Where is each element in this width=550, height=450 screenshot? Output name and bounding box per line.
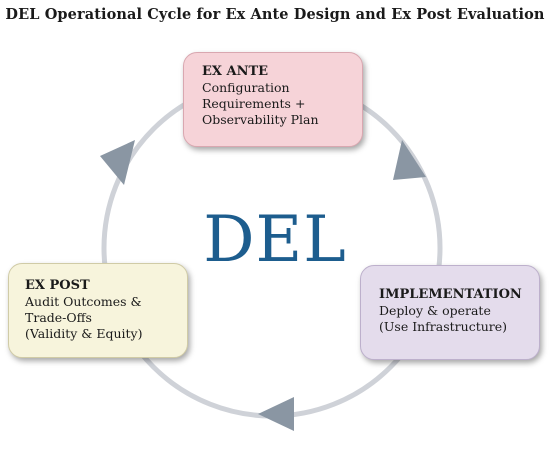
arrow-implementation-to-post-icon <box>258 397 294 431</box>
ex-ante-box: EX ANTE Configuration Requirements + Obs… <box>183 52 363 147</box>
ex-ante-line: Observability Plan <box>202 112 319 127</box>
ex-post-line: (Validity & Equity) <box>25 326 143 341</box>
implementation-box: IMPLEMENTATION Deploy & operate (Use Inf… <box>360 265 540 360</box>
arrow-post-to-ante-icon <box>100 140 135 185</box>
ex-ante-heading: EX ANTE <box>202 64 269 79</box>
ex-post-box: EX POST Audit Outcomes & Trade-Offs (Val… <box>8 263 188 358</box>
center-del-label: DEL <box>203 203 347 277</box>
implementation-line: (Use Infrastructure) <box>379 319 508 334</box>
diagram-title: DEL Operational Cycle for Ex Ante Design… <box>5 6 545 23</box>
ex-ante-line: Configuration <box>202 80 290 95</box>
implementation-heading: IMPLEMENTATION <box>379 287 522 302</box>
ex-post-line: Audit Outcomes & <box>25 294 142 309</box>
ex-ante-line: Requirements + <box>202 96 306 111</box>
arrow-ante-to-implementation-icon <box>393 140 426 180</box>
ex-post-heading: EX POST <box>25 278 90 293</box>
implementation-line: Deploy & operate <box>379 303 491 318</box>
ex-post-line: Trade-Offs <box>25 310 92 325</box>
